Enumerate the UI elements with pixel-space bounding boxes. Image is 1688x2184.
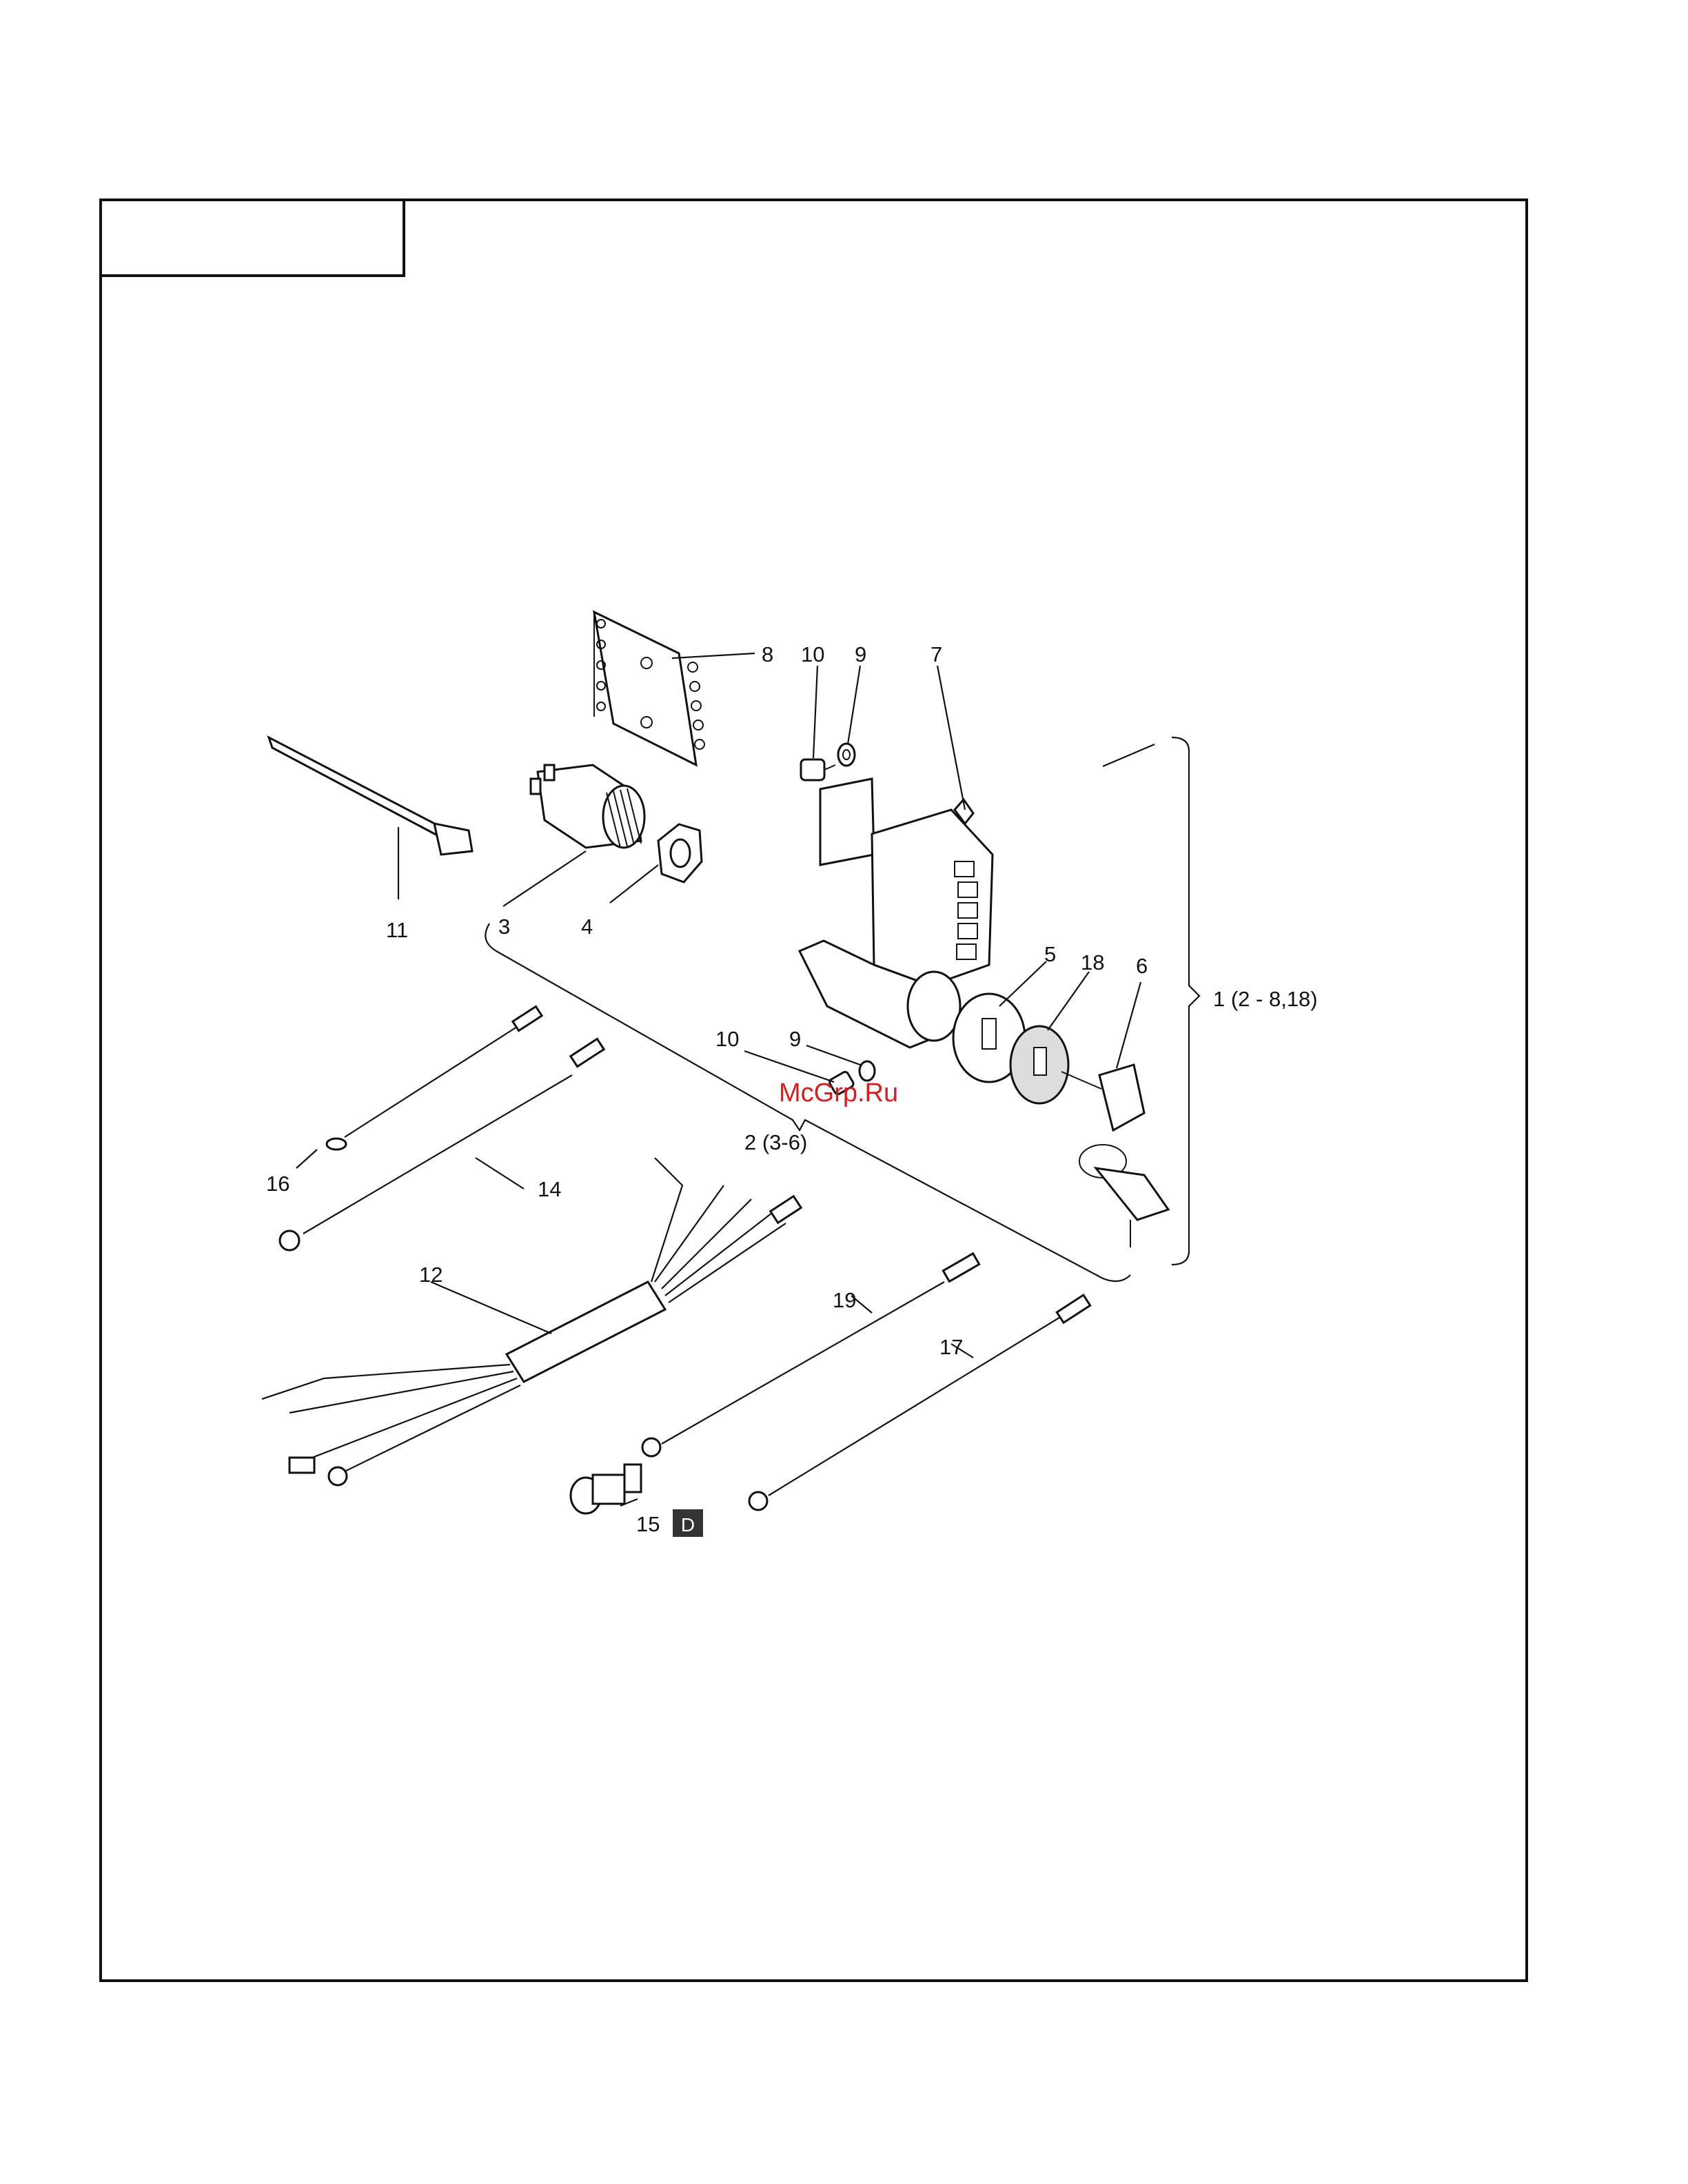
callout-8: 8 (762, 642, 773, 666)
nut-part (658, 824, 702, 882)
callout-19: 19 (833, 1288, 856, 1312)
watermark: McGrp.Ru (779, 1079, 898, 1108)
callout-15: 15 (636, 1512, 660, 1536)
wire-16-part (327, 1006, 542, 1150)
callout-10-upper: 10 (801, 642, 824, 666)
callout-17: 17 (939, 1335, 963, 1359)
callout-7: 7 (931, 642, 942, 666)
callout-1: 1 (2 - 8,18) (1213, 987, 1318, 1011)
callout-4: 4 (581, 915, 593, 939)
group-bracket-1 (1172, 737, 1199, 1265)
callout-11: 11 (386, 918, 408, 942)
callout-9-lower: 9 (789, 1027, 801, 1051)
callout-6: 6 (1136, 954, 1148, 978)
callout-2: 2 (3-6) (744, 1130, 807, 1154)
callout-10-lower: 10 (715, 1027, 739, 1051)
callout-3: 3 (498, 915, 510, 939)
callout-14: 14 (538, 1177, 561, 1201)
callout-18: 18 (1081, 950, 1104, 974)
washer-lower-part (860, 1061, 875, 1081)
wire-19-part (642, 1254, 979, 1456)
sensor-15-part (571, 1464, 641, 1513)
callout-12: 12 (419, 1263, 443, 1287)
cable-tie-part (269, 737, 472, 855)
harness-12-part (262, 1158, 801, 1485)
callout-5: 5 (1044, 942, 1056, 966)
wire-17-part (749, 1295, 1090, 1510)
callout-16: 16 (266, 1172, 289, 1196)
switch-body-part (531, 765, 644, 848)
seal-part (1010, 1026, 1068, 1103)
terminal-block-part (594, 612, 704, 765)
screw-upper-part (801, 759, 835, 780)
keys-part (1061, 1065, 1168, 1247)
washer-upper-part (838, 744, 855, 766)
badge-letter: D (681, 1514, 695, 1535)
callout-9-upper: 9 (855, 642, 866, 666)
